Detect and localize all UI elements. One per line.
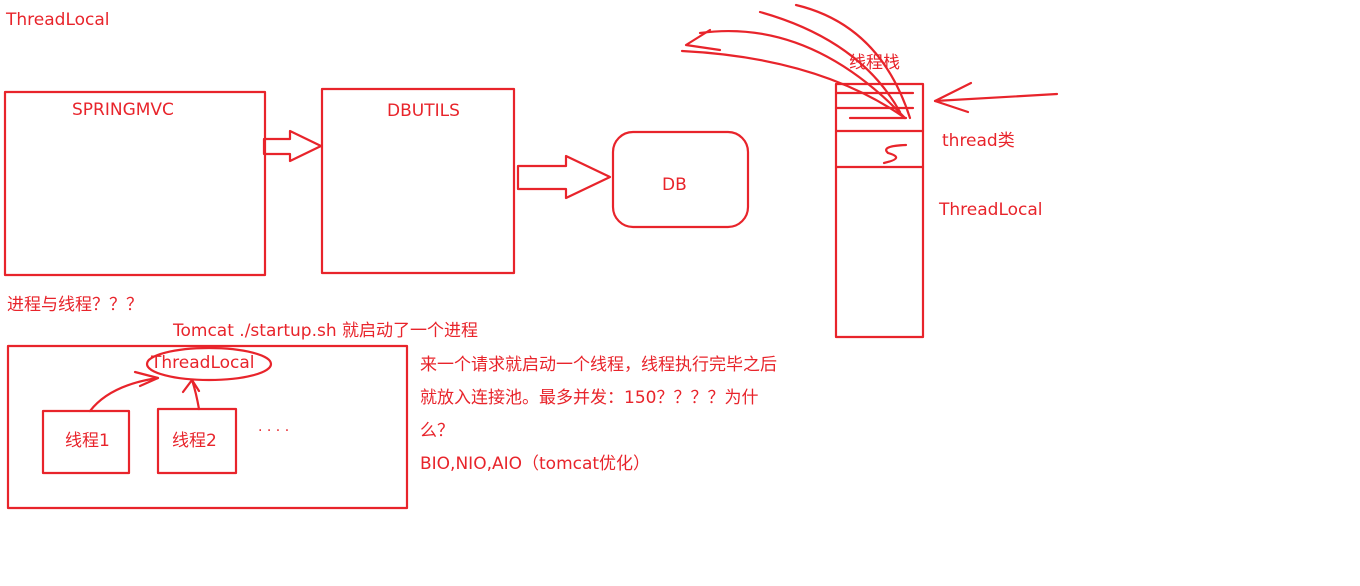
arrow-thread2-head [181,378,201,394]
note-line-4: BIO,NIO,AIO（tomcat优化） [420,454,651,474]
tomcat-threadlocal-label: ThreadLocal [151,353,255,373]
stack-threadlocal-label: ThreadLocal [939,200,1043,220]
arrow-dbutils-to-db [516,154,612,200]
note-line-2: 就放入连接池。最多并发：150？？？？为什 [420,388,759,408]
dbutils-box [320,87,516,275]
note-line-1: 来一个请求就启动一个线程，线程执行完毕之后 [420,355,777,375]
thread-class-label: thread类 [942,131,1015,151]
thread1-label: 线程1 [65,431,110,451]
db-box [611,130,750,229]
arrow-thread1-head [133,370,160,388]
db-label: DB [662,175,687,195]
scribble-arrow [680,49,907,120]
thread2-label: 线程2 [172,431,217,451]
process-question: 进程与线程？？？ [7,295,143,315]
scribble-arrow [698,29,907,120]
tomcat-line: Tomcat ./startup.sh 就启动了一个进程 [173,321,479,341]
pointer-arrow-shaft [933,92,1059,103]
springmvc-box [3,90,267,277]
scribble-arrow [684,28,722,52]
scribble-arrow [794,3,912,120]
thread1-box [41,409,131,475]
ellipsis-dots: . . . . [258,419,290,435]
note-line-3: 么？ [420,421,454,441]
tomcat-process-box [6,344,409,510]
thread-stack-label: 线程栈 [849,53,900,73]
thread-stack-box [834,82,925,339]
springmvc-label: SPRINGMVC [72,100,174,120]
pointer-arrow-head [933,81,973,114]
page-title: ThreadLocal [6,10,110,30]
scribble-arrow [758,10,902,114]
threadlocal-ellipse [145,346,273,382]
stack-squiggle [882,143,908,165]
arrow-springmvc-to-dbutils [262,129,323,163]
thread2-box [156,407,238,475]
dbutils-label: DBUTILS [387,101,460,121]
arrow-thread1-to-threadlocal [88,376,160,413]
